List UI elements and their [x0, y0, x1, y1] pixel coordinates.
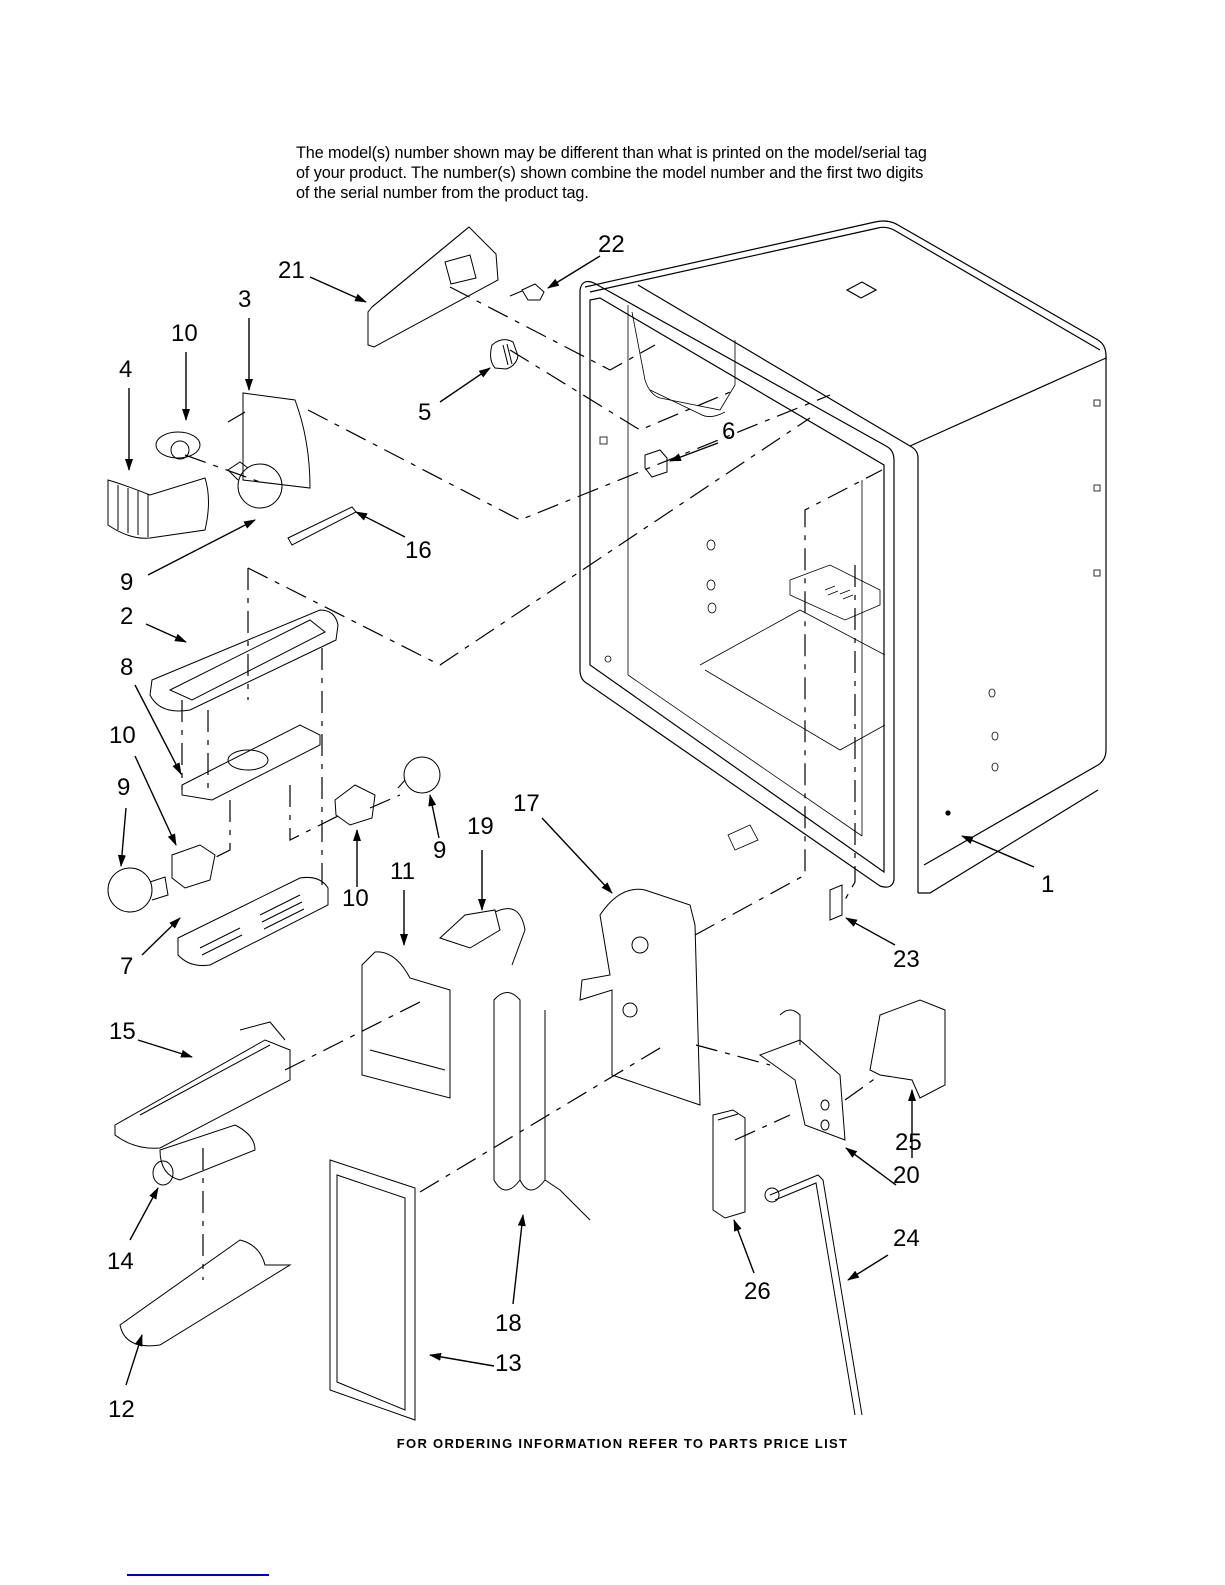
- cabinet-liner-part-1: [579, 220, 1107, 894]
- part-2-light-housing: [149, 609, 339, 712]
- part-9-bulb-center: [397, 756, 441, 794]
- ordering-info-note: FOR ORDERING INFORMATION REFER TO PARTS …: [396, 1436, 849, 1451]
- part-16-terminal: [287, 506, 357, 546]
- callout-13: 13: [495, 1350, 522, 1377]
- callout-20: 20: [893, 1162, 920, 1189]
- callout-19: 19: [467, 813, 494, 840]
- callout-10: 10: [109, 722, 136, 749]
- part-19-thermistor: [439, 908, 526, 966]
- part-14-filter-cartridge: [152, 1124, 256, 1186]
- callout-21: 21: [278, 257, 305, 284]
- callout-8: 8: [120, 654, 133, 681]
- callout-25: 25: [895, 1129, 922, 1156]
- callout-10: 10: [342, 885, 369, 912]
- part-10-socket-top: [155, 431, 201, 460]
- callout-3: 3: [238, 286, 251, 313]
- assembly-guide-lines: [181, 286, 883, 1280]
- part-9-bulb-left: [107, 867, 169, 913]
- callout-23: 23: [893, 946, 920, 973]
- part-20-water-valve: [758, 1009, 846, 1141]
- callout-arrows: [117, 255, 1035, 1386]
- part-15-filter-housing: [114, 1021, 291, 1149]
- callout-16: 16: [405, 537, 432, 564]
- part-3-light-shield: [242, 392, 311, 489]
- part-6-clip: [644, 449, 668, 478]
- part-17-control-housing: [579, 888, 701, 1106]
- hyperlink-underline[interactable]: [127, 1574, 269, 1576]
- model-number-disclaimer: The model(s) number shown may be differe…: [296, 144, 927, 202]
- callout-9: 9: [120, 569, 133, 596]
- part-4-lens: [107, 477, 209, 539]
- callout-22: 22: [598, 231, 625, 258]
- callout-11: 11: [390, 858, 415, 885]
- callout-12: 12: [108, 1396, 135, 1423]
- part-10-socket-center: [334, 784, 376, 826]
- callout-4: 4: [119, 356, 132, 383]
- part-5-knob: [490, 339, 519, 370]
- callout-10: 10: [171, 320, 198, 347]
- part-22-screw: [509, 283, 545, 301]
- part-7-lens-cover: [177, 877, 329, 966]
- part-21-chute-flap: [367, 226, 499, 348]
- callout-17: 17: [513, 790, 540, 817]
- part-12-filter-door: [119, 1239, 292, 1347]
- part-25-valve-bracket: [869, 999, 946, 1099]
- part-24-water-tube: [764, 1174, 863, 1416]
- part-11-bracket: [361, 951, 451, 1099]
- callout-2: 2: [120, 603, 133, 630]
- part-9-bulb-top: [227, 461, 283, 509]
- callout-15: 15: [109, 1018, 136, 1045]
- part-23-switch: [829, 884, 843, 921]
- callout-6: 6: [722, 418, 735, 445]
- part-8-reflector: [181, 724, 321, 801]
- callout-26: 26: [744, 1278, 771, 1305]
- callout-labels: 21 22 3 10 4 5 6 16 9 2 8 10 9 9 10 19 1…: [107, 231, 1054, 1423]
- callout-7: 7: [120, 953, 133, 980]
- part-13-cover-panel: [329, 1159, 416, 1421]
- callout-18: 18: [495, 1310, 522, 1337]
- callout-5: 5: [418, 399, 431, 426]
- callout-14: 14: [107, 1248, 134, 1275]
- callout-9: 9: [117, 774, 130, 801]
- part-18-heater: [493, 992, 591, 1221]
- callout-24: 24: [893, 1225, 920, 1252]
- callout-9: 9: [433, 837, 446, 864]
- callout-1: 1: [1041, 871, 1054, 898]
- part-26-cover-clip: [712, 1109, 746, 1219]
- part-10-socket-left: [171, 844, 216, 889]
